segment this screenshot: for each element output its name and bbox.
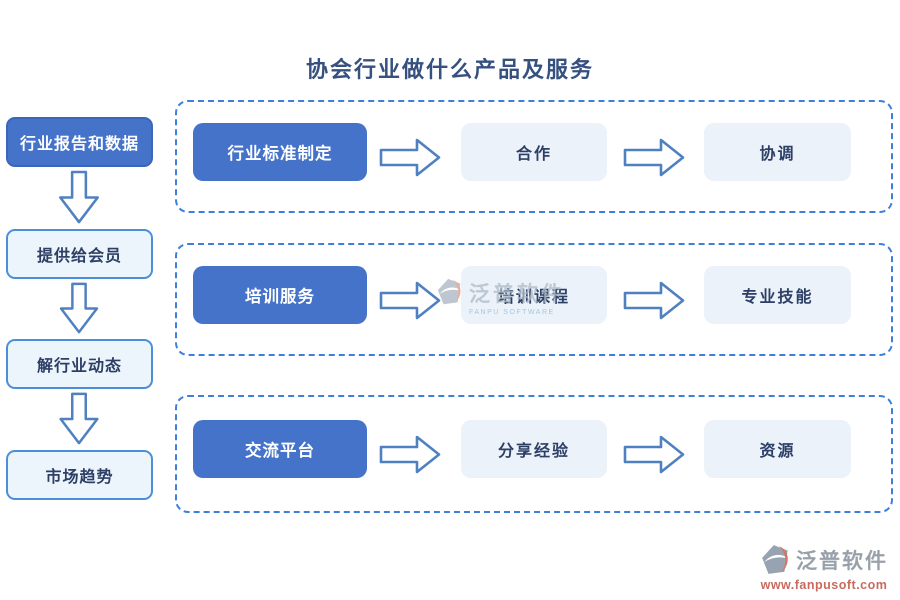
- right-arrow-icon: [623, 281, 685, 320]
- right-arrow-icon: [379, 281, 441, 320]
- service-node-professional-skills: 专业技能: [704, 266, 851, 324]
- down-arrow-icon: [59, 392, 99, 445]
- flow-node-industry-report-data: 行业报告和数据: [6, 117, 153, 167]
- service-node-cooperation: 合作: [461, 123, 607, 181]
- service-node-share-experience: 分享经验: [461, 420, 607, 478]
- service-node-resources: 资源: [704, 420, 851, 478]
- flow-node-provide-to-members: 提供给会员: [6, 229, 153, 279]
- fanpu-logo-icon: [762, 545, 789, 574]
- footer-url: www.fanpusoft.com: [760, 578, 888, 592]
- footer-brand-name: 泛普软件: [796, 550, 888, 573]
- page-title: 协会行业做什么产品及服务: [305, 57, 594, 82]
- down-arrow-icon: [59, 282, 99, 334]
- flow-node-market-trends: 市场趋势: [6, 450, 153, 500]
- right-arrow-icon: [623, 138, 685, 177]
- service-group-exchange-platform: 交流平台 分享经验 资源: [175, 395, 893, 513]
- service-node-training: 培训服务: [193, 266, 367, 324]
- service-node-standards: 行业标准制定: [193, 123, 367, 181]
- down-arrow-icon: [59, 170, 99, 224]
- right-arrow-icon: [379, 435, 441, 474]
- right-arrow-icon: [623, 435, 685, 474]
- footer-brand-row: 泛普软件: [760, 543, 888, 577]
- service-node-training-courses: 培训课程: [461, 266, 607, 324]
- right-arrow-icon: [379, 138, 441, 177]
- service-group-training: 培训服务 培训课程 专业技能: [175, 243, 893, 356]
- service-node-coordination: 协调: [704, 123, 851, 181]
- flow-node-industry-trends-insight: 解行业动态: [6, 339, 153, 389]
- service-node-exchange-platform: 交流平台: [193, 420, 367, 478]
- footer-brand: 泛普软件 www.fanpusoft.com: [760, 543, 888, 592]
- service-group-standards: 行业标准制定 合作 协调: [175, 100, 893, 213]
